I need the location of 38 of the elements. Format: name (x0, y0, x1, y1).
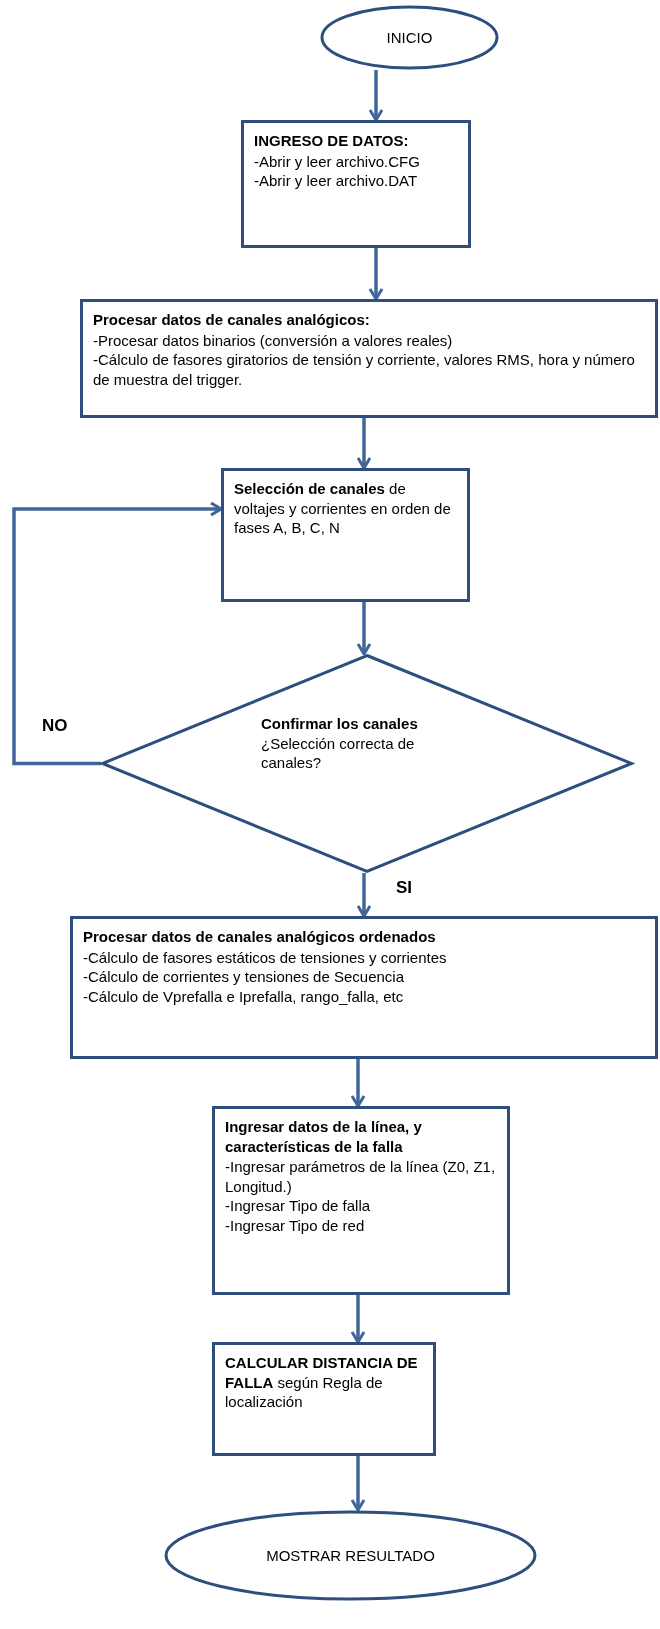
process-box (70, 916, 658, 1059)
box-text: -Cálculo de Vprefalla e Iprefalla, rango_falla, etc (83, 986, 405, 1006)
arrow (350, 1295, 366, 1344)
heading: Confirmar los canales (261, 714, 419, 734)
arrow (12, 501, 223, 766)
arrow (356, 602, 372, 656)
process-box (212, 1342, 436, 1456)
process-box (221, 468, 470, 602)
arrow (356, 418, 372, 470)
box-text: ¿Selección correcta de canales? (261, 733, 416, 773)
box-text: -Ingresar parámetros de la línea (Z0, Z1, Longitud.) (225, 1157, 497, 1196)
box-text: -Cálculo de corrientes y tensiones de Secuencia (83, 967, 405, 987)
decision-diamond (101, 654, 633, 873)
process-box (241, 120, 471, 248)
box-text: MOSTRAR RESULTADO (266, 1545, 435, 1566)
arrow (356, 873, 372, 918)
box-text: -Ingresar Tipo de red (225, 1215, 366, 1235)
box-text: -Ingresar Tipo de falla (225, 1196, 372, 1216)
arrow (368, 248, 384, 301)
box-text: Selección de canales de voltajes y corrientes en orden de fases A, B, C, N (234, 479, 452, 538)
arrow (350, 1456, 366, 1512)
arrow (368, 70, 384, 122)
heading: Ingresar datos de la línea, y características de la falla (225, 1117, 423, 1156)
box-text: -Procesar datos binarios (conversión a valores reales) (93, 330, 454, 350)
box-text: INICIO (386, 27, 433, 48)
heading: Procesar datos de canales analógicos ordenados (83, 927, 437, 947)
box-text: -Abrir y leer archivo.DAT (254, 171, 419, 191)
heading: INGRESO DE DATOS: (254, 131, 410, 151)
process-box (212, 1106, 510, 1295)
box-text: CALCULAR DISTANCIA DE FALLA según Regla de localización (225, 1353, 419, 1412)
box-text: -Cálculo de fasores giratorios de tensión y corriente, valores RMS, hora y número de muestra del trigger. (93, 350, 636, 389)
box-text: -Abrir y leer archivo.CFG (254, 151, 421, 171)
terminator-ellipse (164, 1510, 537, 1601)
box-text: -Cálculo de fasores estáticos de tensiones y corrientes (83, 947, 448, 967)
process-box (80, 299, 658, 418)
terminator-ellipse (320, 5, 499, 70)
heading: Procesar datos de canales analógicos: (93, 310, 371, 330)
arrow (350, 1059, 366, 1108)
